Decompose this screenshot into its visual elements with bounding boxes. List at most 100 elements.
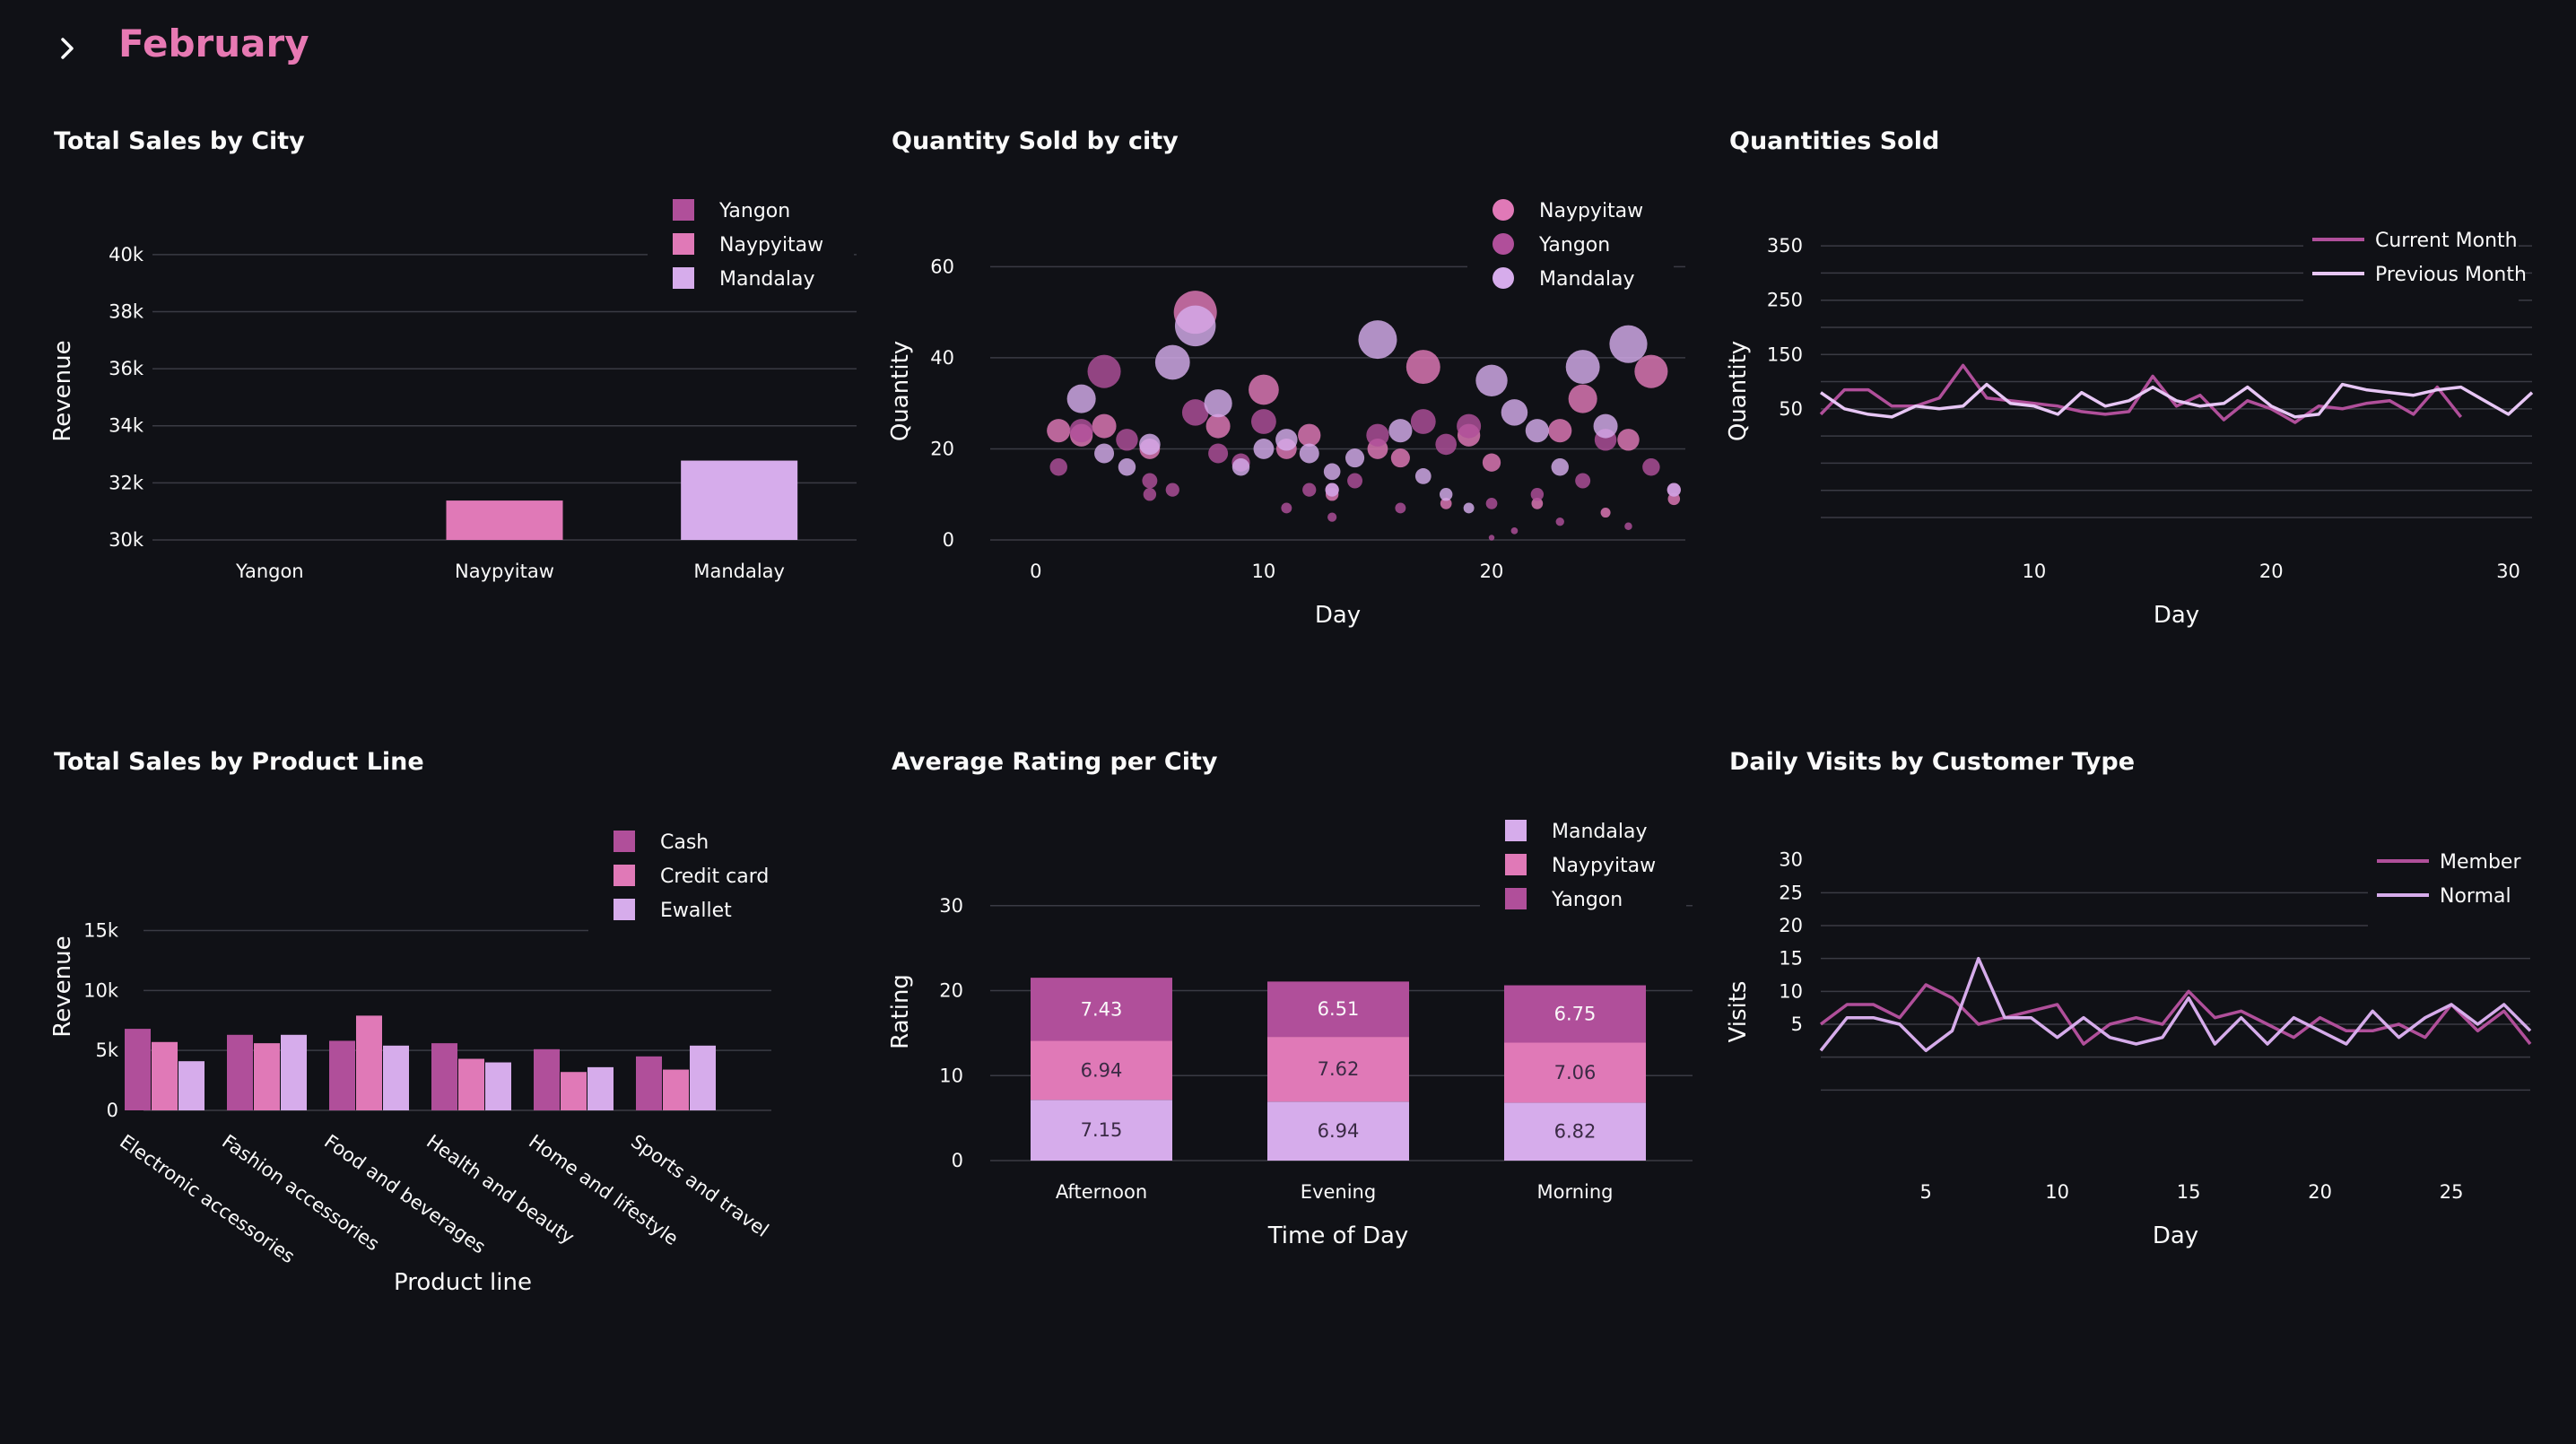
legend-swatch <box>1493 267 1514 289</box>
data-label: 6.94 <box>1081 1059 1123 1081</box>
bar <box>227 1034 253 1110</box>
legend-label: Mandalay <box>719 268 814 291</box>
data-label: 6.82 <box>1554 1121 1597 1143</box>
scatter-point <box>1231 458 1250 476</box>
x-tick-label: 25 <box>2440 1181 2464 1203</box>
scatter-point <box>1347 473 1363 489</box>
y-tick-label: 0 <box>107 1100 118 1121</box>
bar <box>534 1048 560 1110</box>
scatter-point <box>1414 468 1432 484</box>
legend-label: Naypyitaw <box>719 234 823 257</box>
scatter-point <box>1298 423 1321 447</box>
legend-swatch <box>614 831 635 852</box>
y-tick-label: 250 <box>1767 290 1803 311</box>
scatter-point <box>1327 512 1337 522</box>
y-tick-label: 36k <box>109 358 144 379</box>
chart-title: Average Rating per City <box>892 748 1218 776</box>
chevron-right-icon[interactable] <box>50 30 86 66</box>
y-tick-label: 15 <box>1779 948 1803 970</box>
scatter-point <box>1667 483 1681 497</box>
y-tick-label: 34k <box>109 415 144 437</box>
legend-swatch <box>1493 199 1514 221</box>
x-tick-label: Afternoon <box>1056 1181 1147 1203</box>
scatter-point <box>1253 439 1275 459</box>
scatter-point <box>1568 384 1597 413</box>
y-tick-label: 40k <box>109 244 144 265</box>
legend-swatch <box>1505 888 1527 909</box>
scatter-point <box>1092 413 1117 439</box>
x-tick-label: 10 <box>2023 561 2047 582</box>
y-tick-label: 0 <box>943 529 954 551</box>
scatter-point <box>1439 488 1453 501</box>
legend-label: Cash <box>660 831 709 854</box>
series-line <box>1820 382 2534 419</box>
bar <box>152 1041 178 1110</box>
bar-segment <box>1504 1102 1646 1161</box>
y-tick-label: 32k <box>109 472 144 493</box>
y-tick-label: 30 <box>1779 849 1803 871</box>
scatter-point <box>1302 483 1317 497</box>
scatter-point <box>1531 498 1544 509</box>
scatter-point <box>1617 429 1640 451</box>
y-axis-label: Quantity <box>1725 341 1752 441</box>
scatter-point <box>1165 483 1179 497</box>
x-tick-label: Food and beverages <box>320 1130 490 1257</box>
y-tick-label: 150 <box>1767 344 1803 365</box>
bar <box>485 1062 511 1110</box>
scatter-point <box>1139 433 1161 456</box>
y-axis-label: Quantity <box>887 341 914 441</box>
legend-label: Naypyitaw <box>1539 200 1643 222</box>
scatter-point <box>1049 458 1067 476</box>
data-label: 7.62 <box>1318 1058 1360 1080</box>
scatter-point <box>1087 354 1121 388</box>
scatter-point <box>1548 419 1572 443</box>
y-tick-label: 10 <box>1779 980 1803 1002</box>
legend-swatch <box>673 233 694 255</box>
scatter-point <box>1488 535 1495 541</box>
scatter-point <box>1388 419 1413 443</box>
y-tick-label: 25 <box>1779 882 1803 903</box>
scatter-point <box>1410 409 1436 434</box>
y-axis-label: Revenue <box>49 340 76 441</box>
legend-label: Member <box>2440 851 2521 874</box>
scatter-point <box>1405 350 1440 385</box>
bar <box>690 1045 716 1110</box>
scatter-point <box>1457 413 1482 439</box>
scatter-point <box>1575 473 1591 489</box>
legend-swatch <box>614 865 635 886</box>
scatter-point <box>1299 443 1319 464</box>
y-tick-label: 10 <box>939 1065 963 1086</box>
scatter-point <box>1555 518 1564 526</box>
scatter-point <box>1485 498 1498 509</box>
page-header: February <box>0 0 2576 99</box>
scatter-point <box>1174 305 1216 347</box>
y-tick-label: 20 <box>1779 915 1803 936</box>
legend-label: Yangon <box>718 200 790 222</box>
scatter-point <box>1094 443 1115 464</box>
scatter-point <box>1600 508 1611 518</box>
y-axis-label: Rating <box>887 974 914 1049</box>
scatter-point <box>1205 413 1231 439</box>
x-tick-label: 15 <box>2177 1181 2201 1203</box>
y-tick-label: 50 <box>1779 398 1803 420</box>
scatter-point <box>1593 413 1618 439</box>
scatter-point <box>1395 502 1406 514</box>
bar <box>681 460 798 540</box>
bar-segment <box>1504 985 1646 1043</box>
y-tick-label: 20 <box>939 980 963 1002</box>
legend-label: Ewallet <box>660 900 732 922</box>
legend-label: Yangon <box>1551 889 1623 911</box>
scatter-point <box>1323 463 1341 481</box>
scatter-point <box>1143 488 1157 501</box>
scatter-point <box>1118 458 1136 476</box>
chart-title: Quantity Sold by city <box>892 127 1179 155</box>
legend-label: Current Month <box>2375 230 2518 252</box>
